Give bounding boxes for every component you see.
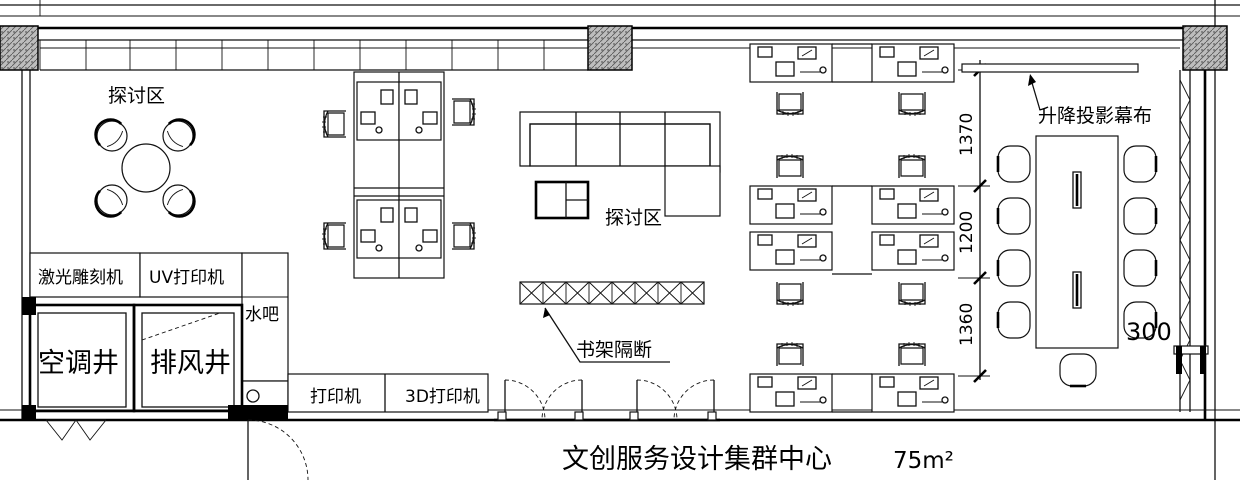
equipment-counters — [29, 252, 489, 413]
label-uv-printer: UV打印机 — [149, 268, 224, 288]
workstation-cluster — [749, 43, 955, 413]
bookshelf — [519, 281, 705, 305]
label-bookshelf: 书架隔断 — [576, 339, 652, 361]
label-laser-engraver: 激光雕刻机 — [38, 268, 123, 288]
label-projection-screen: 升降投影幕布 — [1038, 105, 1152, 127]
dimension-1370: 1370 — [957, 113, 977, 156]
plan-title: 文创服务设计集群中心 — [562, 444, 832, 475]
double-doors — [494, 379, 720, 422]
label-printer: 打印机 — [310, 387, 361, 407]
label-3d-printer: 3D打印机 — [405, 387, 480, 407]
conference-table — [1035, 135, 1119, 349]
dimension-300: 300 — [1126, 318, 1172, 346]
glass-partition — [1173, 70, 1209, 412]
pod-workstations — [321, 71, 477, 279]
bookshelf-leader — [543, 307, 670, 363]
structural-columns — [0, 25, 1228, 71]
service-shafts — [22, 297, 288, 441]
sofa — [519, 111, 721, 217]
projection-screen — [961, 63, 1139, 111]
coffee-table — [534, 180, 590, 220]
dimension-1360: 1360 — [957, 303, 977, 346]
entry-door — [247, 419, 309, 480]
dimension-1200: 1200 — [957, 211, 977, 254]
round-table-set — [88, 112, 202, 224]
label-ac-shaft: 空调井 — [38, 348, 119, 379]
label-discussion-center: 探讨区 — [605, 207, 662, 229]
label-discussion-left: 探讨区 — [108, 85, 165, 107]
label-water-bar: 水吧 — [245, 305, 279, 325]
label-exhaust-shaft: 排风井 — [150, 348, 231, 379]
plan-area: 75m² — [893, 448, 954, 474]
